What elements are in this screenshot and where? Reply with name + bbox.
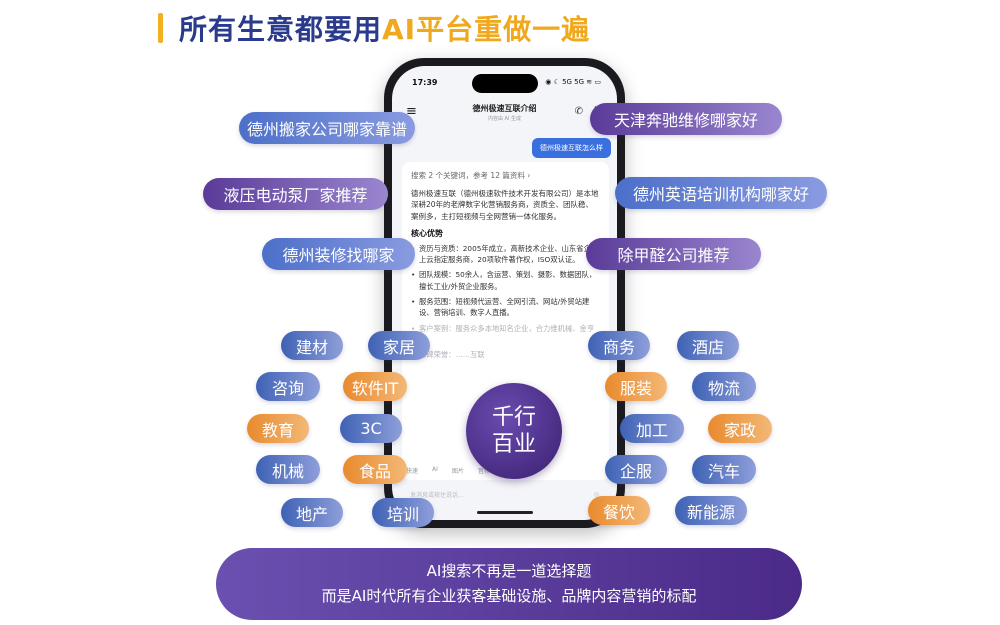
status-icons: ◉ ☾ 5G 5G ≋ ▭ <box>545 78 601 86</box>
answer-section-heading: 核心优势 <box>411 228 443 238</box>
industry-tag: 餐饮 <box>588 496 650 525</box>
industry-tag: 服装 <box>605 372 667 401</box>
query-pill: 德州搬家公司哪家靠谱 <box>239 112 415 144</box>
chat-subtitle: 内容由 AI 生成 <box>487 116 522 122</box>
title-main: 所有生意都要用 <box>179 13 383 46</box>
answer-bullet: 团队规模：50余人，含运营、策划、摄影、数据团队，擅长工业/外贸企业服务。 <box>411 269 600 292</box>
industry-tag: 新能源 <box>675 496 747 525</box>
toolbar-item[interactable]: 快速 <box>406 468 419 475</box>
center-circle: 千行 百业 <box>466 383 562 479</box>
banner-line-1: AI搜索不再是一道选择题 <box>426 562 592 581</box>
industry-tag: 家政 <box>708 414 772 443</box>
mic-icon[interactable]: ◎ <box>593 490 599 498</box>
toolbar-item[interactable]: 图片 <box>451 468 464 475</box>
bottom-banner: AI搜索不再是一道选择题 而是AI时代所有企业获客基础设施、品牌内容营销的标配 <box>216 548 802 620</box>
chat-input[interactable]: 发消息或按住说话... ◎ <box>406 486 603 502</box>
query-pill: 液压电动泵厂家推荐 <box>203 178 388 210</box>
industry-tag: 家居 <box>368 331 430 360</box>
page-title: 所有生意都要用 AI平台重做一遍 <box>158 10 590 46</box>
industry-tag: 3C <box>340 414 402 443</box>
status-time: 17:39 <box>412 78 438 87</box>
query-pill: 德州英语培训机构哪家好 <box>615 177 827 209</box>
toolbar-item[interactable]: AI <box>432 466 438 473</box>
industry-tag: 培训 <box>372 498 434 527</box>
answer-bullet: 资历与资质：2005年成立，高新技术企业、山东省企业上云指定服务商，20项软件著… <box>411 243 600 266</box>
query-pill: 天津奔驰维修哪家好 <box>590 103 782 135</box>
industry-tag: 教育 <box>247 414 309 443</box>
home-indicator <box>477 511 533 514</box>
query-pill: 除甲醛公司推荐 <box>586 238 761 270</box>
chat-title: 德州极速互联介绍 <box>472 104 537 113</box>
chat-input-placeholder: 发消息或按住说话... <box>410 491 464 499</box>
title-accent: AI平台重做一遍 <box>382 13 591 46</box>
industry-tag: 物流 <box>692 372 756 401</box>
center-line-2: 百业 <box>491 432 536 457</box>
toolbar-item[interactable]: 音频 <box>477 468 490 475</box>
center-line-1: 千行 <box>491 404 536 430</box>
industry-tag: 机械 <box>256 455 320 484</box>
industry-tag: 汽车 <box>692 455 756 484</box>
industry-tag: 地产 <box>281 498 343 527</box>
dynamic-island <box>472 74 538 93</box>
answer-bullet: 客户案例：服务众多本地知名企业，合力维机械、金亨等。 <box>411 323 600 346</box>
title-accent-bar <box>158 13 163 43</box>
industry-tag: 企服 <box>605 455 667 484</box>
answer-bullet-list: 资历与资质：2005年成立，高新技术企业、山东省企业上云指定服务商，20项软件著… <box>411 243 600 361</box>
industry-tag: 建材 <box>281 331 343 360</box>
industry-tag: 酒店 <box>677 331 739 360</box>
answer-bullet: 服务范围：短视频代运营、全网引流、网站/外贸站建设、营销培训、数字人直播。 <box>411 296 600 319</box>
banner-line-2: 而是AI时代所有企业获客基础设施、品牌内容营销的标配 <box>321 587 697 605</box>
industry-tag: 食品 <box>343 455 407 484</box>
search-reference-note[interactable]: 搜索 2 个关键词，参考 12 篇资料 › <box>411 171 531 180</box>
answer-bullet: 口碑荣誉：……互联 <box>411 349 600 361</box>
user-message-bubble: 德州极速互联怎么样 <box>532 138 611 158</box>
chat-nav-bar: ≡ 德州极速互联介绍 内容由 AI 生成 ✆ ✕ <box>392 100 617 130</box>
industry-tag: 咨询 <box>256 372 320 401</box>
query-pill: 德州装修找哪家 <box>262 238 415 270</box>
industry-tag: 商务 <box>588 331 650 360</box>
industry-tag: 加工 <box>620 414 684 443</box>
industry-tag: 软件IT <box>343 372 407 401</box>
menu-icon[interactable]: ≡ <box>406 104 417 119</box>
answer-intro: 德州极速互联（德州极速软件技术开发有限公司）是本地深耕20年的老牌数字化营销服务… <box>411 188 599 221</box>
phone-call-icon[interactable]: ✆ <box>574 106 583 117</box>
